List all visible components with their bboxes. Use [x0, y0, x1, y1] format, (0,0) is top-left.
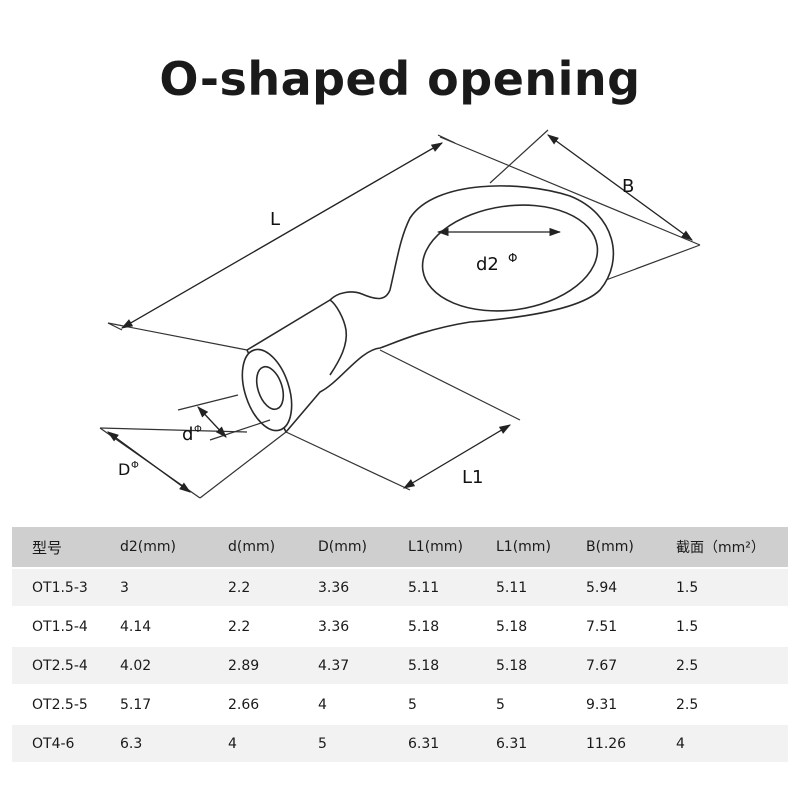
dimension-lines — [107, 134, 693, 493]
table-cell: 2.2 — [218, 567, 308, 607]
label-D-diameter: Φ — [131, 460, 139, 471]
table-cell: 9.31 — [576, 684, 666, 724]
page-title: O-shaped opening — [159, 52, 641, 106]
dimension-L — [120, 142, 444, 329]
table-cell: 2.5 — [666, 645, 788, 685]
table-cell: 4 — [666, 723, 788, 762]
dimension-L1 — [402, 424, 512, 489]
table-cell: OT1.5-4 — [12, 606, 110, 646]
table-cell: 3.36 — [308, 606, 398, 646]
table-row: OT2.5-5 5.17 2.66 4 5 5 9.31 2.5 — [12, 684, 788, 724]
header-cell: d(mm) — [218, 527, 308, 568]
header-cell: 截面（mm²） — [666, 527, 788, 568]
table-cell: 6.3 — [110, 723, 218, 762]
table-cell: 2.89 — [218, 645, 308, 685]
spec-table: 型号 d2(mm) d(mm) D(mm) L1(mm) L1(mm) B(mm… — [12, 527, 788, 762]
ring-terminal-diagram: L B d2 Φ d Φ D Φ L1 — [99, 129, 701, 499]
table-cell: OT2.5-5 — [12, 684, 110, 724]
table-cell: 5.94 — [576, 567, 666, 607]
header-cell: L1(mm) — [486, 527, 576, 568]
table-cell: 3 — [110, 567, 218, 607]
table-cell: 1.5 — [666, 606, 788, 646]
table-cell: 11.26 — [576, 723, 666, 762]
table-cell: 4 — [308, 684, 398, 724]
header-cell: D(mm) — [308, 527, 398, 568]
table-cell: 7.67 — [576, 645, 666, 685]
table-cell: 5 — [308, 723, 398, 762]
header-cell: 型号 — [12, 527, 110, 568]
header-cell: L1(mm) — [398, 527, 486, 568]
table-cell: 6.31 — [486, 723, 576, 762]
table-cell: 5.17 — [110, 684, 218, 724]
table-cell: 5.11 — [486, 567, 576, 607]
label-d: d — [182, 424, 193, 445]
label-d2: d2 — [476, 254, 499, 275]
table-cell: 2.66 — [218, 684, 308, 724]
table-cell: 5.18 — [398, 645, 486, 685]
table-cell: 4.37 — [308, 645, 398, 685]
table-row: OT1.5-4 4.14 2.2 3.36 5.18 5.18 7.51 1.5 — [12, 606, 788, 646]
table-cell: 6.31 — [398, 723, 486, 762]
table-header-row: 型号 d2(mm) d(mm) D(mm) L1(mm) L1(mm) B(mm… — [12, 527, 788, 568]
table-cell: 7.51 — [576, 606, 666, 646]
label-D: D — [118, 460, 130, 479]
table-cell: OT4-6 — [12, 723, 110, 762]
label-d2-diameter: Φ — [508, 251, 517, 265]
dimension-D — [107, 431, 191, 493]
table-cell: OT1.5-3 — [12, 567, 110, 607]
table-cell: 5.11 — [398, 567, 486, 607]
table-cell: 5.18 — [486, 606, 576, 646]
table-row: OT1.5-3 3 2.2 3.36 5.11 5.11 5.94 1.5 — [12, 567, 788, 607]
label-d-diameter: Φ — [194, 424, 202, 435]
table-cell: 1.5 — [666, 567, 788, 607]
label-B: B — [622, 176, 634, 197]
header-cell: B(mm) — [576, 527, 666, 568]
label-L: L — [270, 209, 280, 230]
table-cell: 5.18 — [486, 645, 576, 685]
dimension-B — [547, 134, 693, 241]
table-cell: 4.02 — [110, 645, 218, 685]
table-cell: 4.14 — [110, 606, 218, 646]
table-cell: 2.2 — [218, 606, 308, 646]
extension-lines — [99, 129, 701, 499]
table-cell: OT2.5-4 — [12, 645, 110, 685]
header-cell: d2(mm) — [110, 527, 218, 568]
table-row: OT4-6 6.3 4 5 6.31 6.31 11.26 4 — [12, 723, 788, 762]
terminal-outline — [241, 185, 615, 433]
table-cell: 2.5 — [666, 684, 788, 724]
dimension-d — [197, 406, 227, 438]
table-cell: 4 — [218, 723, 308, 762]
table-row: OT2.5-4 4.02 2.89 4.37 5.18 5.18 7.67 2.… — [12, 645, 788, 685]
table-cell: 5.18 — [398, 606, 486, 646]
table-cell: 5 — [398, 684, 486, 724]
label-L1: L1 — [462, 467, 483, 488]
table-cell: 5 — [486, 684, 576, 724]
table-cell: 3.36 — [308, 567, 398, 607]
